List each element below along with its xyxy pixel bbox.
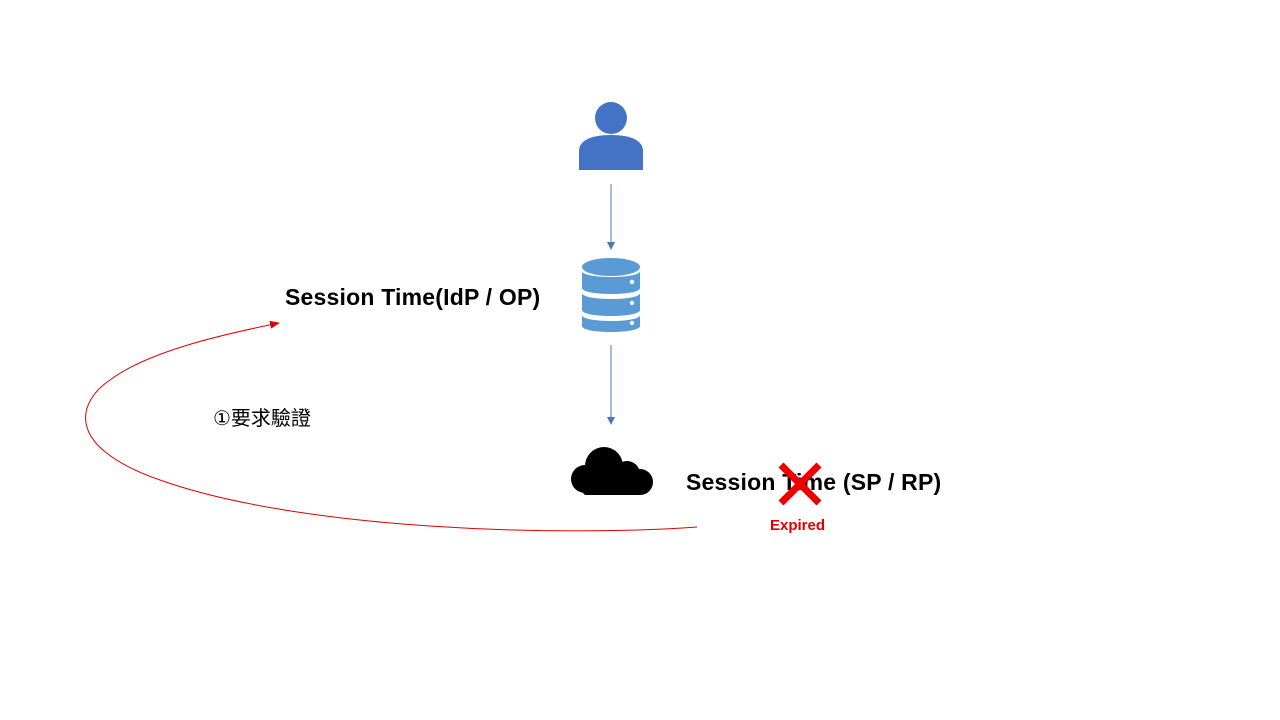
cloud-icon [571, 447, 653, 495]
expired-label: Expired [770, 517, 826, 534]
red-x-icon [778, 462, 822, 506]
verification-request-curve [85, 320, 698, 532]
idp-session-time-label: Session Time(IdP / OP) [285, 284, 541, 310]
database-server-icon [582, 258, 640, 332]
user-icon [579, 102, 643, 170]
step-verification-label: ①要求驗證 [213, 406, 311, 430]
